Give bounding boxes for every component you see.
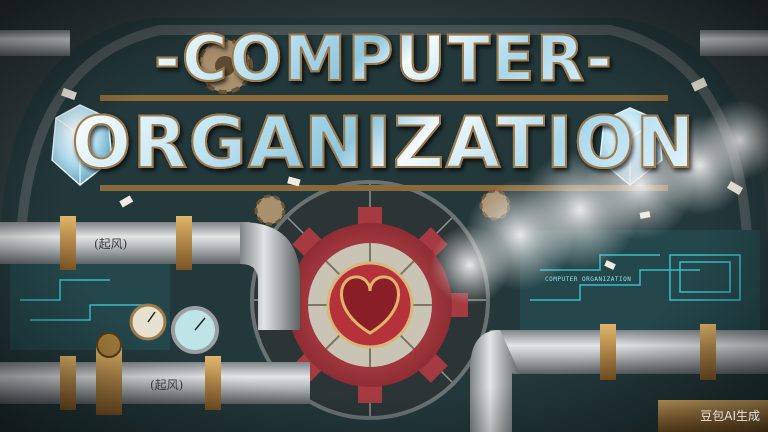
title-line-1: -COMPUTER- [153, 21, 614, 96]
pipe-label-upper: (起风) [94, 237, 128, 251]
title-line-2: ORGANIZATION [70, 101, 697, 185]
pipe-label-lower: (起风) [150, 378, 184, 392]
watermark: 豆包AI生成 [700, 409, 760, 423]
panel-label: COMPUTER ORGANIZATION [545, 276, 632, 283]
